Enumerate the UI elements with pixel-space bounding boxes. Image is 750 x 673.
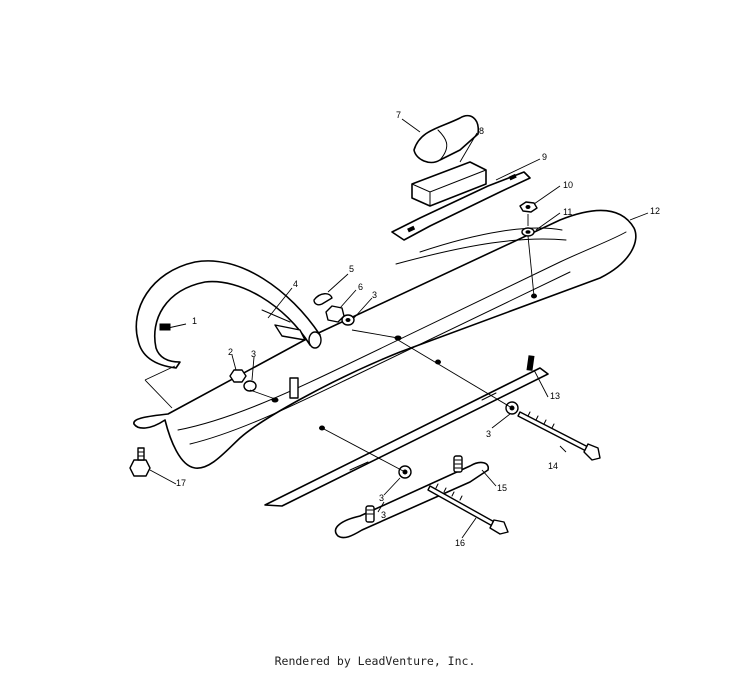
saddle-mounting-plate[interactable] [391, 171, 531, 241]
callout-leaders [144, 118, 649, 539]
callout-3c: 3 [486, 429, 491, 439]
callout-3d: 3 [379, 493, 384, 503]
long-bolt-16[interactable] [427, 483, 509, 535]
ski-saddle[interactable] [411, 161, 487, 207]
wear-bar[interactable] [264, 355, 549, 507]
cotter-pin[interactable] [313, 293, 333, 306]
ski-body[interactable] [133, 209, 637, 469]
ski-loop-handle[interactable] [135, 260, 322, 369]
nut-2[interactable] [229, 369, 247, 383]
callout-9: 9 [542, 152, 547, 162]
callout-8: 8 [479, 126, 484, 136]
callout-15: 15 [497, 483, 507, 493]
footer-credit: Rendered by LeadVenture, Inc. [274, 654, 476, 668]
callout-13: 13 [550, 391, 560, 401]
callout-2: 2 [228, 347, 233, 357]
castle-nut[interactable] [325, 305, 345, 323]
callout-4: 4 [293, 279, 298, 289]
ski-runner-lower[interactable] [334, 455, 490, 539]
callout-labels: 7 8 9 10 11 12 5 6 3 4 1 2 3 13 3 14 15 … [176, 110, 660, 548]
callout-10: 10 [563, 180, 573, 190]
washer-11[interactable] [521, 227, 535, 237]
washer-3-upper[interactable] [341, 314, 355, 326]
ski-stop-pad[interactable] [413, 114, 480, 164]
callout-5: 5 [349, 264, 354, 274]
callout-17: 17 [176, 478, 186, 488]
callout-11: 11 [563, 207, 572, 217]
washer-3-left[interactable] [243, 380, 257, 392]
callout-3a: 3 [372, 290, 377, 300]
callout-3e: 3 [381, 510, 386, 520]
callout-3b: 3 [251, 349, 256, 359]
callout-7: 7 [396, 110, 401, 120]
callout-16: 16 [455, 538, 465, 548]
long-bolt-14[interactable] [517, 411, 601, 461]
callout-12: 12 [650, 206, 660, 216]
wear-bar-bolt[interactable] [129, 447, 151, 477]
callout-14: 14 [548, 461, 558, 471]
callout-6: 6 [358, 282, 363, 292]
callout-1: 1 [192, 316, 197, 326]
nut-10[interactable] [519, 201, 538, 213]
